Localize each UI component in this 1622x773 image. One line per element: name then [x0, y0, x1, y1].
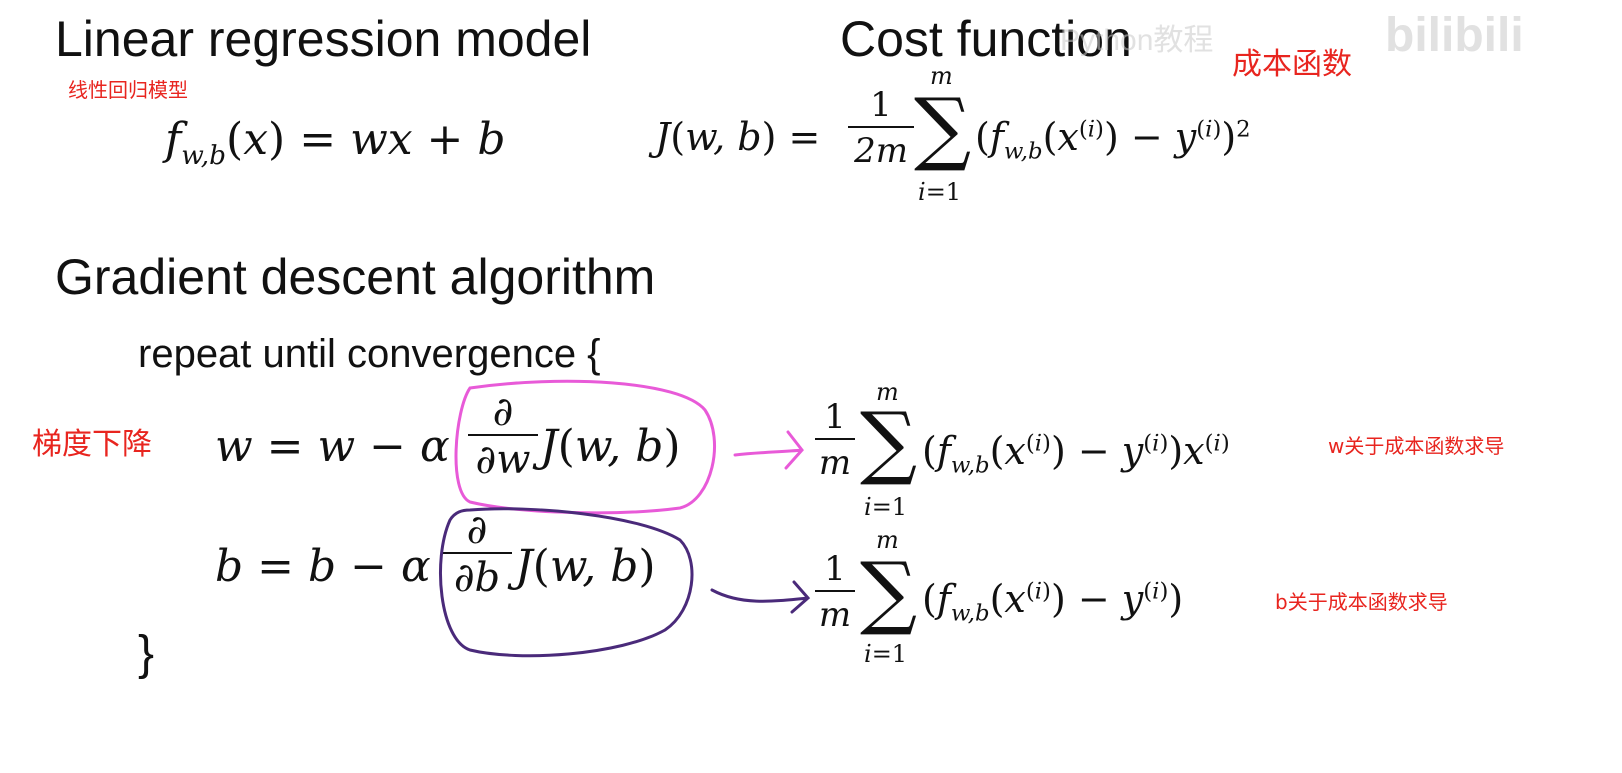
w-partial-fraction: ∂ ∂w	[468, 392, 538, 480]
linear-regression-heading: Linear regression model	[55, 11, 592, 67]
w-derivative-sum-upper: m	[876, 378, 899, 406]
repeat-until-text: repeat until convergence {	[138, 332, 601, 376]
gradient-descent-cn-note: 梯度下降	[32, 427, 152, 462]
w-update-cost: J(w, b)	[540, 421, 681, 472]
w-derivative-sigma: ∑	[860, 395, 918, 488]
b-derivative-sum-upper: m	[876, 526, 899, 554]
closing-brace: }	[138, 627, 155, 680]
b-derivative-cn-note: b关于成本函数求导	[1275, 590, 1448, 614]
b-partial-fraction: ∂ ∂b	[442, 510, 512, 598]
w-derivative-sum-lower: i=1	[864, 493, 908, 521]
b-derivative-summand: (fw,b(x(i)) − y(i))	[922, 577, 1184, 627]
cost-function-cn-note: 成本函数	[1232, 47, 1352, 82]
model-equation: fw,b(x) = wx + b	[165, 114, 506, 171]
bilibili-logo: bilibili	[1385, 9, 1524, 62]
purple-arrow	[710, 580, 811, 614]
b-derivative-sigma: ∑	[860, 545, 918, 638]
cost-summand: (fw,b(x(i)) − y(i))2	[975, 115, 1251, 165]
w-derivative-cn-note: w关于成本函数求导	[1328, 434, 1505, 458]
b-derivative-sum-lower: i=1	[864, 640, 908, 668]
b-update-lhs: b = b − α	[215, 541, 431, 592]
pink-arrow	[733, 430, 804, 470]
b-derivative-fraction: 1 m	[815, 552, 855, 632]
purple-circle	[439, 507, 694, 658]
gradient-descent-heading: Gradient descent algorithm	[55, 249, 656, 305]
w-derivative-summand: (fw,b(x(i)) − y(i))x(i)	[922, 429, 1230, 479]
linear-model-cn-note: 线性回归模型	[68, 78, 188, 102]
watermark-text: Python教程	[1060, 24, 1214, 57]
w-derivative-fraction: 1 m	[815, 400, 855, 480]
cost-sigma: ∑	[914, 81, 972, 174]
cost-sum-upper: m	[930, 62, 953, 90]
cost-lhs: J(w, b) =	[655, 115, 821, 159]
cost-function-heading: Cost function	[840, 11, 1132, 67]
w-update-lhs: w = w − α	[215, 421, 450, 472]
pink-circle	[454, 379, 717, 515]
cost-sum-lower: i=1	[918, 178, 962, 206]
b-update-cost: J(w, b)	[515, 541, 656, 592]
cost-fraction: 1 2m	[848, 88, 914, 168]
